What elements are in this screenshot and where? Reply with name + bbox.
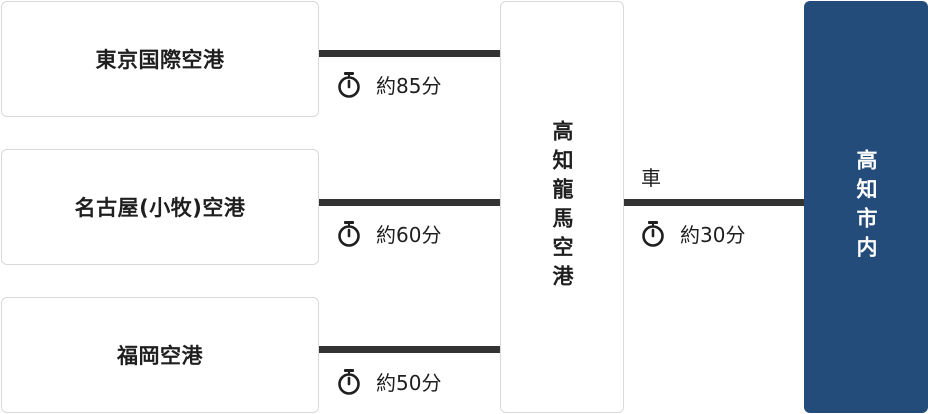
route-line: [624, 199, 804, 206]
origin-name: 東京国際空港: [95, 48, 225, 72]
origin-name: 福岡空港: [117, 344, 203, 368]
travel-time: 約30分: [640, 219, 745, 248]
stopwatch-icon: [642, 220, 664, 247]
stopwatch-icon: [338, 368, 360, 395]
transport-mode-label: 車: [641, 166, 661, 190]
travel-time-label: 約50分: [376, 371, 442, 395]
origin-name: 名古屋(小牧)空港: [74, 196, 246, 220]
hub-box-kochi-ryoma-airport: 高知龍馬空港: [500, 1, 624, 413]
stopwatch-icon: [338, 71, 360, 98]
origin-box-fukuoka: 福岡空港: [1, 297, 319, 413]
travel-time: 約50分: [336, 367, 441, 396]
origin-box-nagoya: 名古屋(小牧)空港: [1, 149, 319, 265]
route-line: [319, 346, 500, 353]
travel-time-label: 約60分: [376, 223, 442, 247]
route-line: [319, 199, 500, 206]
travel-time-label: 約30分: [680, 223, 746, 247]
stopwatch-icon: [338, 220, 360, 247]
route-line: [319, 50, 500, 57]
destination-name: 高知市内: [854, 149, 878, 265]
travel-time: 約60分: [336, 219, 441, 248]
origin-box-haneda: 東京国際空港: [1, 1, 319, 117]
destination-box-kochi-city: 高知市内: [804, 1, 928, 413]
hub-name: 高知龍馬空港: [550, 120, 574, 294]
travel-time-label: 約85分: [376, 74, 442, 98]
travel-time: 約85分: [336, 70, 441, 99]
